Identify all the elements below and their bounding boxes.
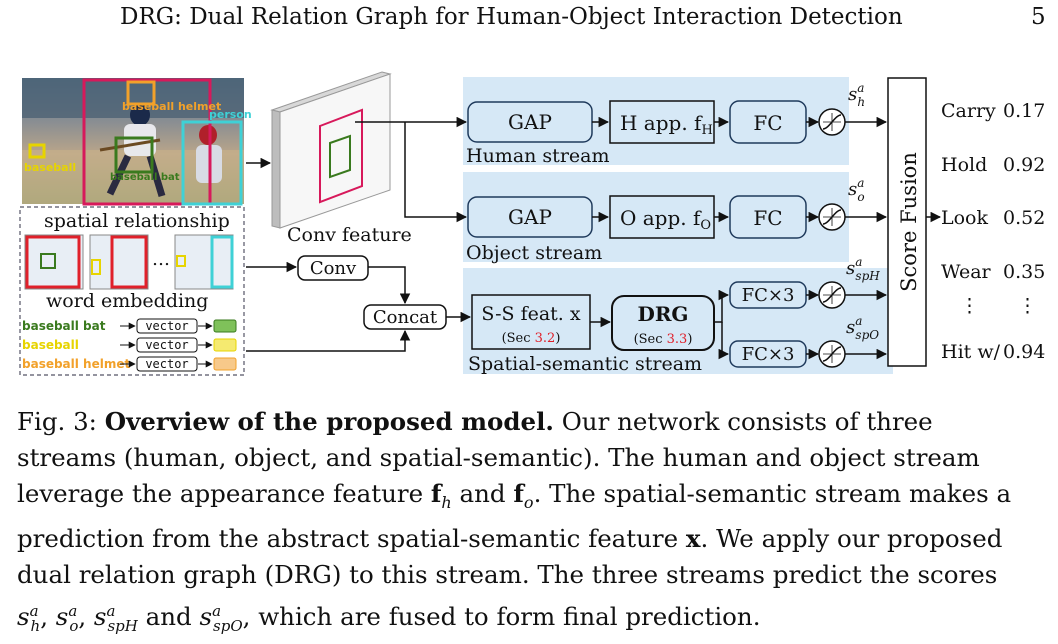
drg: DRG xyxy=(637,302,688,326)
prediction-action: Carry xyxy=(941,100,996,122)
drg-sec: (Sec 3.3) xyxy=(634,332,693,347)
vector-label: vector xyxy=(145,357,188,371)
human-stream-label: Human stream xyxy=(466,145,609,167)
photo-detections: baseball helmet person baseball baseball… xyxy=(24,78,252,206)
person-label: person xyxy=(209,108,252,121)
sigmoid-icons xyxy=(818,108,846,368)
object-app: O app. fO xyxy=(620,206,711,233)
bat-bbox xyxy=(114,136,154,174)
object-fc: FC xyxy=(753,206,782,230)
prediction-score: ⋮ xyxy=(1018,295,1037,317)
prediction-action: Hold xyxy=(941,154,987,176)
page-number: 5 xyxy=(1031,4,1046,30)
caption-line-2: streams (human, object, and spatial-sema… xyxy=(17,443,980,472)
baseball-bbox xyxy=(28,143,46,159)
caption-line-3: leverage the appearance feature fh and f… xyxy=(17,479,1012,512)
word-row: baseball vector xyxy=(22,337,237,353)
spatial-maps: … xyxy=(24,234,234,290)
object-stream-label: Object stream xyxy=(466,242,602,264)
object-gap: GAP xyxy=(508,205,552,229)
vector-box xyxy=(136,356,198,372)
concat-label: Concat xyxy=(373,307,438,328)
running-title: DRG: Dual Relation Graph for Human-Objec… xyxy=(120,4,903,30)
drg-box xyxy=(611,295,715,351)
vector-box xyxy=(136,337,198,353)
prediction-score: 0.52 xyxy=(1003,207,1045,229)
ellipsis: … xyxy=(152,249,170,270)
vector-box xyxy=(136,318,198,334)
prediction-action: Look xyxy=(941,207,988,229)
score-fusion-label: Score Fusion xyxy=(897,152,921,292)
word-row: baseball helmet vector xyxy=(22,356,237,372)
spatial-stream-label: Spatial-semantic stream xyxy=(468,353,702,375)
object-app-box xyxy=(609,195,715,239)
human-app: H app. fH xyxy=(620,111,713,138)
ss-feat: S-S feat. x xyxy=(481,303,581,325)
baseball-label: baseball xyxy=(24,161,76,174)
word-row: baseball bat vector xyxy=(22,318,237,334)
conv-label: Conv xyxy=(310,258,357,279)
prediction-score: 0.35 xyxy=(1003,261,1045,283)
score-fusion-box xyxy=(887,77,927,367)
prediction-score: 0.94 xyxy=(1003,341,1045,363)
model-overview-figure: baseball helmet person baseball baseball… xyxy=(19,71,1045,376)
conv-feature-label: Conv feature xyxy=(287,224,412,246)
fc3-top: FC×3 xyxy=(742,285,795,306)
caption-line-5: dual relation graph (DRG) to this stream… xyxy=(17,559,998,589)
input-panel xyxy=(19,206,245,376)
prediction-score: 0.92 xyxy=(1003,154,1045,176)
vector-label: vector xyxy=(145,338,188,352)
caption-line-1: Fig. 3: Overview of the proposed model. … xyxy=(17,407,933,436)
prediction-score: 0.17 xyxy=(1003,100,1045,122)
conv-feature-slab xyxy=(270,71,392,229)
vector-label: vector xyxy=(145,319,188,333)
caption-title: Overview of the proposed model. xyxy=(104,407,554,436)
ss-sec: (Sec 3.2) xyxy=(502,331,561,346)
helmet-bbox xyxy=(126,80,156,106)
person-bbox xyxy=(181,120,243,206)
spatial-relationship-label: spatial relationship xyxy=(44,210,230,232)
ss-feat-box xyxy=(471,294,591,350)
flow-arrows xyxy=(246,116,942,360)
human-fc: FC xyxy=(753,111,782,135)
caption-line-4: prediction from the abstract spatial-sem… xyxy=(17,523,1003,553)
word-label: baseball bat xyxy=(22,319,106,333)
conv-box xyxy=(297,255,369,281)
word-label: baseball helmet xyxy=(22,357,130,371)
bat-label: baseball bat xyxy=(110,172,180,183)
word-embedding-label: word embedding xyxy=(46,290,208,312)
human-bbox xyxy=(82,78,212,206)
word-label: baseball xyxy=(22,338,79,352)
embedding-vector-block xyxy=(213,357,237,371)
fc3-bottom: FC×3 xyxy=(742,344,795,365)
prediction-action: ⋮ xyxy=(960,295,979,317)
prediction-action: Hit w/ xyxy=(941,341,1001,363)
caption-line-6: sah, sao, saspH and saspO, which are fus… xyxy=(17,601,761,635)
human-gap: GAP xyxy=(508,110,552,134)
embedding-vector-block xyxy=(213,319,237,333)
embedding-vector-block xyxy=(213,338,237,352)
helmet-label: baseball helmet xyxy=(122,100,221,113)
figure-caption: Fig. 3: Overview of the proposed model. … xyxy=(17,404,1047,644)
input-photo xyxy=(22,78,244,204)
human-app-box xyxy=(609,100,715,144)
prediction-action: Wear xyxy=(941,261,992,283)
